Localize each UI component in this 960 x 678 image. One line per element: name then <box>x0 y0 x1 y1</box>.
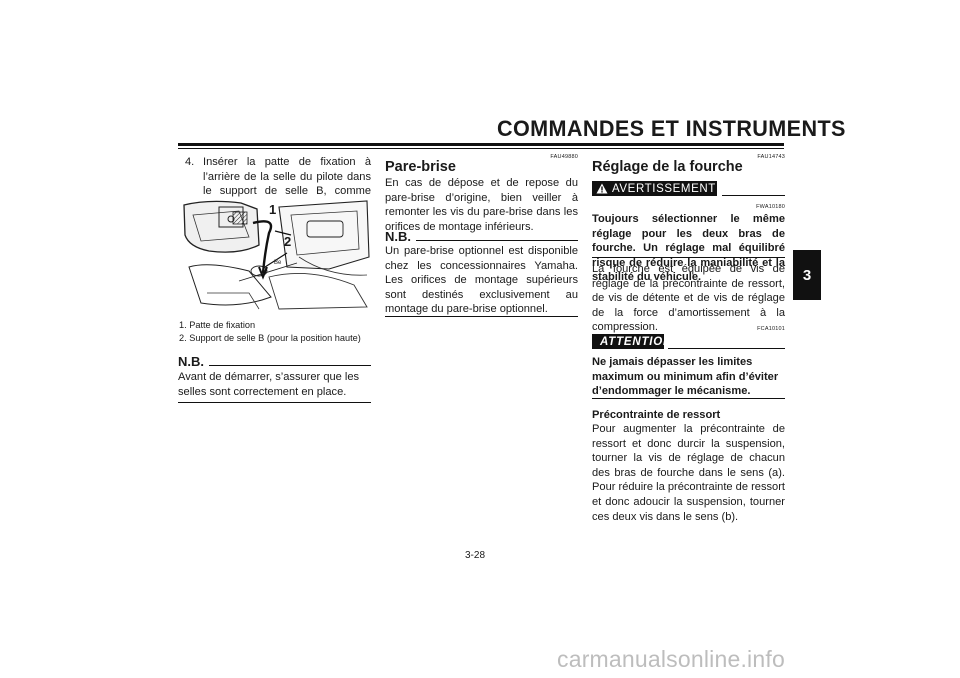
chapter-tab: 3 <box>793 250 821 300</box>
header-rule-thin <box>178 148 784 149</box>
page-number: 3-28 <box>465 550 486 561</box>
warning-end-rule <box>592 257 785 258</box>
caption-item: 1. Patte de fixation <box>179 320 256 330</box>
section-paragraph: En cas de dépose et de repose du pare-br… <box>385 177 578 233</box>
nb-heading: N.B. <box>178 354 371 369</box>
fork-paragraph: La fourche est équipée de vis de réglage… <box>592 263 785 334</box>
section-heading: Réglage de la fourche <box>592 159 743 175</box>
step-number: 4. <box>185 156 195 168</box>
header-rule <box>178 143 784 146</box>
attention-rule <box>668 348 785 349</box>
attention-end-rule <box>592 398 785 399</box>
warning-code: FWA10180 <box>756 204 785 210</box>
warning-heading: AVERTISSEMENT <box>592 181 785 198</box>
seat-illustration: Be <box>179 197 370 315</box>
attention-badge: ATTENTION <box>592 334 671 349</box>
section-code: FAU14743 <box>757 154 785 160</box>
nb-rule <box>416 240 578 241</box>
attention-text: Ne jamais dépasser les limites maximum o… <box>592 356 779 398</box>
section-code: FAU49880 <box>550 154 578 160</box>
attention-heading: ATTENTION <box>592 334 785 351</box>
subheading: Précontrainte de ressort <box>592 409 721 421</box>
attention-code: FCA10101 <box>757 326 785 332</box>
nb-rule <box>209 365 371 366</box>
callout-1: 1 <box>269 202 277 217</box>
nb-text: Un pare-brise optionnel est disponible c… <box>385 245 578 316</box>
preload-paragraph: Pour augmenter la précontrainte de resso… <box>592 423 786 523</box>
page-header-title: COMMANDES ET INSTRUMENTS <box>497 116 846 141</box>
warning-triangle-icon <box>596 183 608 194</box>
nb-label: N.B. <box>385 229 411 244</box>
warning-label: AVERTISSEMENT <box>612 182 716 195</box>
nb-heading: N.B. <box>385 229 578 244</box>
figure-captions: 1. Patte de fixation 2. Support de selle… <box>179 319 379 345</box>
warning-rule <box>722 195 785 196</box>
nb-end-rule <box>385 316 578 317</box>
callout-2: 2 <box>284 234 292 249</box>
nb-end-rule <box>178 402 371 403</box>
watermark-text: carmanualsonline.info <box>557 646 785 672</box>
seat-figure: Be 1 2 <box>179 197 370 315</box>
caption-item: 2. Support de selle B (pour la position … <box>179 333 361 343</box>
svg-text:Be: Be <box>274 260 282 266</box>
warning-text: Toujours sélectionner le même réglage po… <box>592 213 785 284</box>
section-heading: Pare-brise <box>385 159 456 175</box>
nb-label: N.B. <box>178 354 204 369</box>
warning-badge: AVERTISSEMENT <box>592 181 717 196</box>
nb-text: Avant de démarrer, s’assurer que les sel… <box>178 371 360 398</box>
